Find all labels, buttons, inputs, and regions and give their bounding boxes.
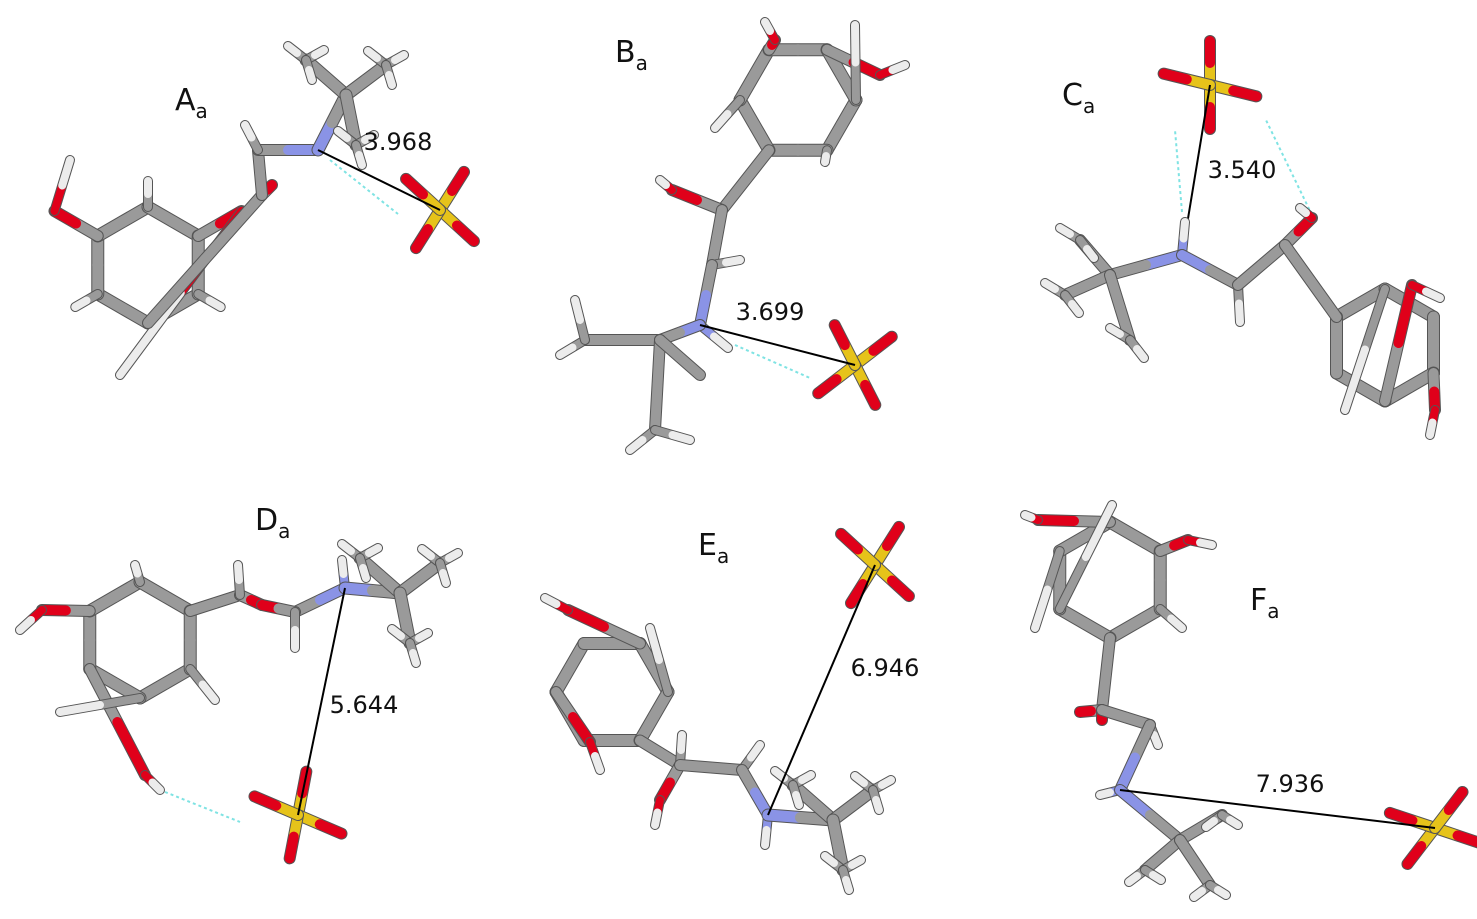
molecule-b [555,17,910,455]
panel-label-a: Aa [175,83,208,123]
distance-label-e: 6.946 [851,654,920,682]
panel-d: Da 5.644 [15,503,463,865]
molecule-c [1040,35,1445,440]
panel-label-d: Da [255,503,290,543]
distance-label-a: 3.968 [364,128,433,156]
distance-label-b: 3.699 [736,298,805,326]
molecule-d [15,539,463,865]
panel-a: Aa 3.968 [48,41,480,380]
panel-e: Ea 6.946 [540,520,920,895]
distance-label-c: 3.540 [1208,156,1277,184]
distance-label-f: 7.936 [1256,770,1325,798]
molecule-f [1020,500,1477,902]
panel-c: Ca 3.540 [1040,35,1445,440]
panel-b: Ba 3.699 [555,17,910,455]
molecule-e [540,520,915,895]
panel-label-e: Ea [698,528,729,568]
panel-f: Fa 7.936 [1020,500,1477,902]
panel-label-f: Fa [1250,583,1280,623]
distance-label-d: 5.644 [330,691,399,719]
panel-label-b: Ba [615,35,648,75]
molecule-a [48,41,480,380]
panel-label-c: Ca [1062,78,1095,118]
